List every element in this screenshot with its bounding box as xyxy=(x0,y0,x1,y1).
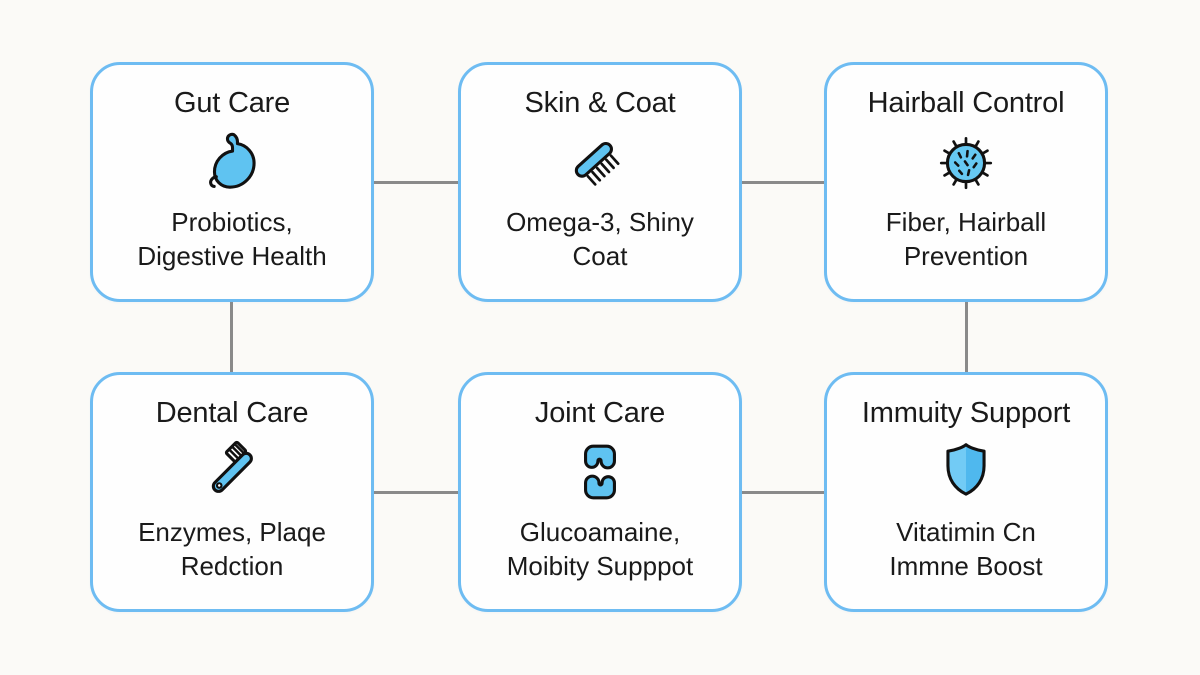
card-joint-care: Joint Care Glucoamaine, Moibity Supppot xyxy=(458,372,742,612)
desc-line: Omega-3, Shiny xyxy=(506,207,694,237)
card-description: Fiber, Hairball Prevention xyxy=(886,205,1046,273)
card-title: Skin & Coat xyxy=(524,87,676,119)
connector-dental-joint xyxy=(374,491,458,494)
card-title: Immuity Support xyxy=(861,397,1071,429)
shield-icon xyxy=(933,439,999,505)
desc-line: Enzymes, Plaqe xyxy=(138,517,326,547)
card-title: Dental Care xyxy=(155,397,309,429)
connector-skin-hairball xyxy=(742,181,824,184)
card-gut-care: Gut Care Probiotics, Digestive Health xyxy=(90,62,374,302)
connector-gut-dental xyxy=(230,302,233,372)
card-description: Probiotics, Digestive Health xyxy=(137,205,326,273)
desc-line: Moibity Supppot xyxy=(506,551,694,581)
joint-icon xyxy=(567,439,633,505)
card-description: Vitatimin Cn Immne Boost xyxy=(889,515,1042,583)
stomach-icon xyxy=(199,129,265,195)
card-title: Joint Care xyxy=(534,397,666,429)
desc-line: Digestive Health xyxy=(137,241,327,271)
brush-icon xyxy=(567,129,633,195)
desc-line: Coat xyxy=(572,241,628,271)
connector-gut-skin xyxy=(374,181,458,184)
card-description: Enzymes, Plaqe Redction xyxy=(138,515,326,583)
card-title: Hairball Control xyxy=(867,87,1065,119)
desc-line: Redction xyxy=(180,551,284,581)
card-title: Gut Care xyxy=(173,87,291,119)
card-description: Glucoamaine, Moibity Supppot xyxy=(507,515,693,583)
connector-joint-immuity xyxy=(742,491,824,494)
desc-line: Glucoamaine, xyxy=(519,517,681,547)
card-skin-coat: Skin & Coat Omega-3, Shiny Coa xyxy=(458,62,742,302)
card-dental-care: Dental Care Enzymes, Plaqe Redction xyxy=(90,372,374,612)
card-description: Omega-3, Shiny Coat xyxy=(506,205,694,273)
desc-line: Prevention xyxy=(903,241,1029,271)
connector-hairball-immuity xyxy=(965,302,968,372)
desc-line: Probiotics, xyxy=(171,207,293,237)
desc-line: Immne Boost xyxy=(889,551,1043,581)
hairball-icon xyxy=(933,129,999,195)
card-hairball-control: Hairball Control xyxy=(824,62,1108,302)
desc-line: Fiber, Hairball xyxy=(885,207,1047,237)
toothbrush-icon xyxy=(199,439,265,505)
card-immuity-support: Immuity Support Vitatimin Cn Immne Boost xyxy=(824,372,1108,612)
desc-line: Vitatimin Cn xyxy=(896,517,1036,547)
